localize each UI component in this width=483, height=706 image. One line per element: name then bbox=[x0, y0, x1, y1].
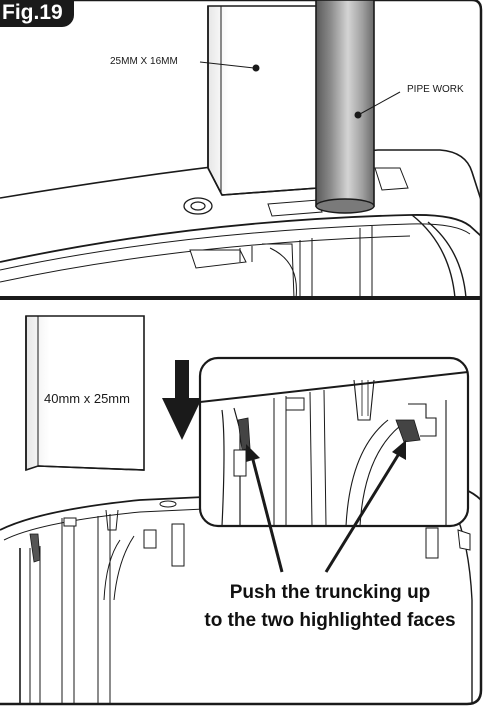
figure-tab: Fig.19 bbox=[0, 0, 74, 27]
figure-label: Fig.19 bbox=[2, 1, 63, 24]
highlight-face-right bbox=[395, 419, 421, 443]
pointer-arrow-right bbox=[324, 440, 406, 573]
bottom-panel bbox=[0, 315, 482, 704]
trunking-small-label: 25MM X 16MM bbox=[110, 56, 178, 67]
push-direction-arrow bbox=[162, 360, 202, 440]
unit-front-edge bbox=[0, 214, 482, 263]
detail-inset bbox=[198, 356, 470, 528]
pipe-label: PIPE WORK bbox=[407, 84, 464, 95]
pointer-arrow-left bbox=[246, 444, 284, 573]
trunking-large-label: 40mm x 25mm bbox=[44, 391, 130, 406]
trunking-small-leader bbox=[199, 61, 255, 69]
pipe bbox=[315, 0, 375, 214]
instruction-caption-line2: to the two highlighted faces bbox=[204, 610, 456, 631]
pipe-leader bbox=[359, 91, 401, 115]
pipe-leader-dot bbox=[354, 111, 362, 119]
trunking-small bbox=[207, 5, 319, 196]
top-panel bbox=[0, 0, 482, 299]
trunking-small-leader-dot bbox=[252, 64, 260, 72]
trunking-large bbox=[25, 315, 145, 472]
instruction-caption-line1: Push the truncking up bbox=[229, 582, 431, 603]
